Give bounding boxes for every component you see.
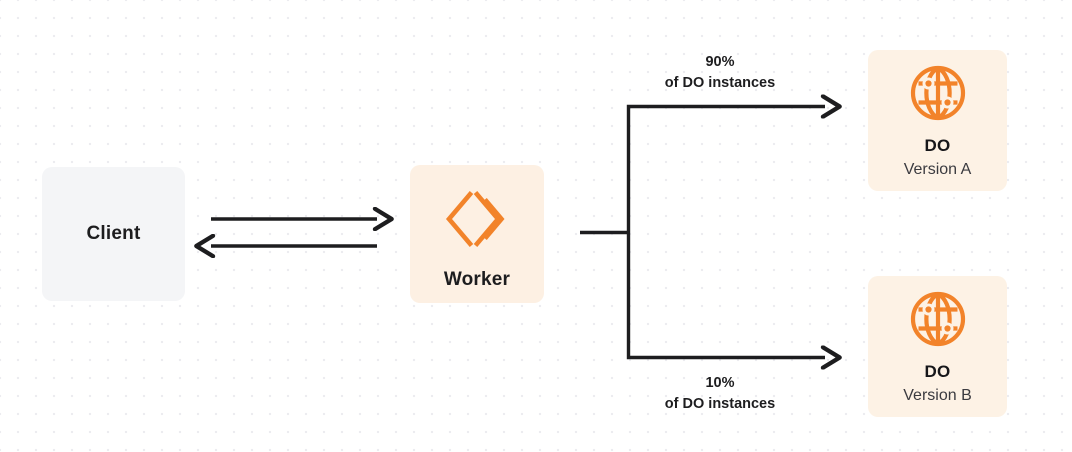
node-do-version-b: DO Version B — [868, 276, 1007, 417]
edge-label-do-b: 10% of DO instances — [600, 373, 840, 415]
do-title: DO — [924, 362, 951, 381]
edge-worker-to-do-b — [626, 232, 826, 358]
edge-label-do-a-percent: 90% — [705, 54, 735, 70]
globe-icon — [909, 290, 967, 348]
edge-label-do-a: 90% of DO instances — [600, 52, 840, 94]
node-do-version-a: DO Version A — [868, 50, 1007, 191]
cloudflare-workers-icon — [445, 189, 509, 249]
edge-worker-to-do-a — [626, 107, 826, 233]
worker-label: Worker — [443, 269, 511, 290]
node-client: Client — [42, 167, 185, 301]
globe-icon — [909, 64, 967, 122]
node-worker: Worker — [410, 165, 544, 303]
client-label: Client — [86, 223, 141, 244]
edge-label-do-a-detail: of DO instances — [664, 75, 776, 92]
do-title: DO — [924, 136, 951, 155]
do-subtitle: Version A — [903, 161, 972, 178]
edge-label-do-b-detail: of DO instances — [664, 396, 776, 413]
edge-label-do-b-percent: 10% — [705, 375, 735, 391]
do-subtitle: Version B — [903, 387, 972, 404]
